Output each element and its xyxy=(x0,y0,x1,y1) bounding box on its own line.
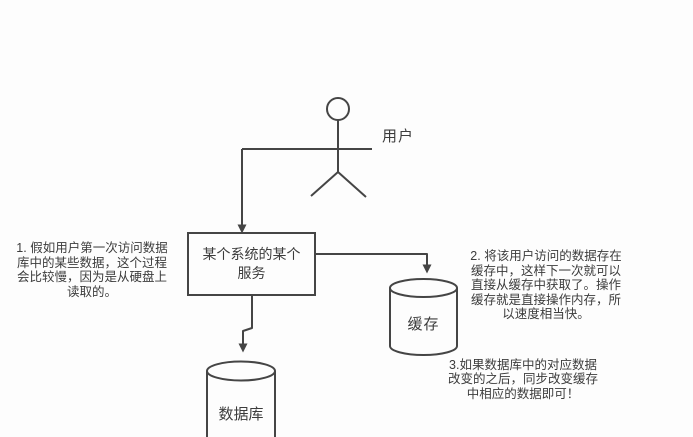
user-stick-figure xyxy=(242,97,372,198)
stick-figure-right-leg xyxy=(337,171,367,198)
note-step-1: 1. 假如用户第一次访问数据 库中的某些数据，这个过程 会比较慢，因为是从硬盘上… xyxy=(16,241,168,299)
cache-cylinder-top xyxy=(389,278,458,298)
cache-cylinder-body xyxy=(389,288,458,356)
user-label: 用户 xyxy=(382,128,415,145)
stick-figure-head xyxy=(326,97,350,121)
cache-node-label: 缓存 xyxy=(407,316,440,333)
arrow-service-to-cache xyxy=(315,253,432,274)
service-node-box xyxy=(187,232,316,296)
database-cylinder xyxy=(206,360,276,437)
note-step-3: 3.如果数据库中的对应数据 改变的之后，同步改变缓存 中相应的数据即可！ xyxy=(447,358,598,401)
stick-figure-left-leg xyxy=(310,171,339,197)
cache-cylinder xyxy=(389,278,458,356)
service-node-label: 某个系统的某个 服务 xyxy=(202,246,301,281)
database-cylinder-top xyxy=(206,360,276,382)
arrow-service-to-database xyxy=(238,295,253,353)
database-cylinder-body xyxy=(206,371,276,437)
note-step-2: 2. 将该用户访问的数据存在 缓存中，这样下一次就可以 直接从缓存中获取了。操作… xyxy=(470,249,622,321)
database-node-label: 数据库 xyxy=(218,406,264,423)
